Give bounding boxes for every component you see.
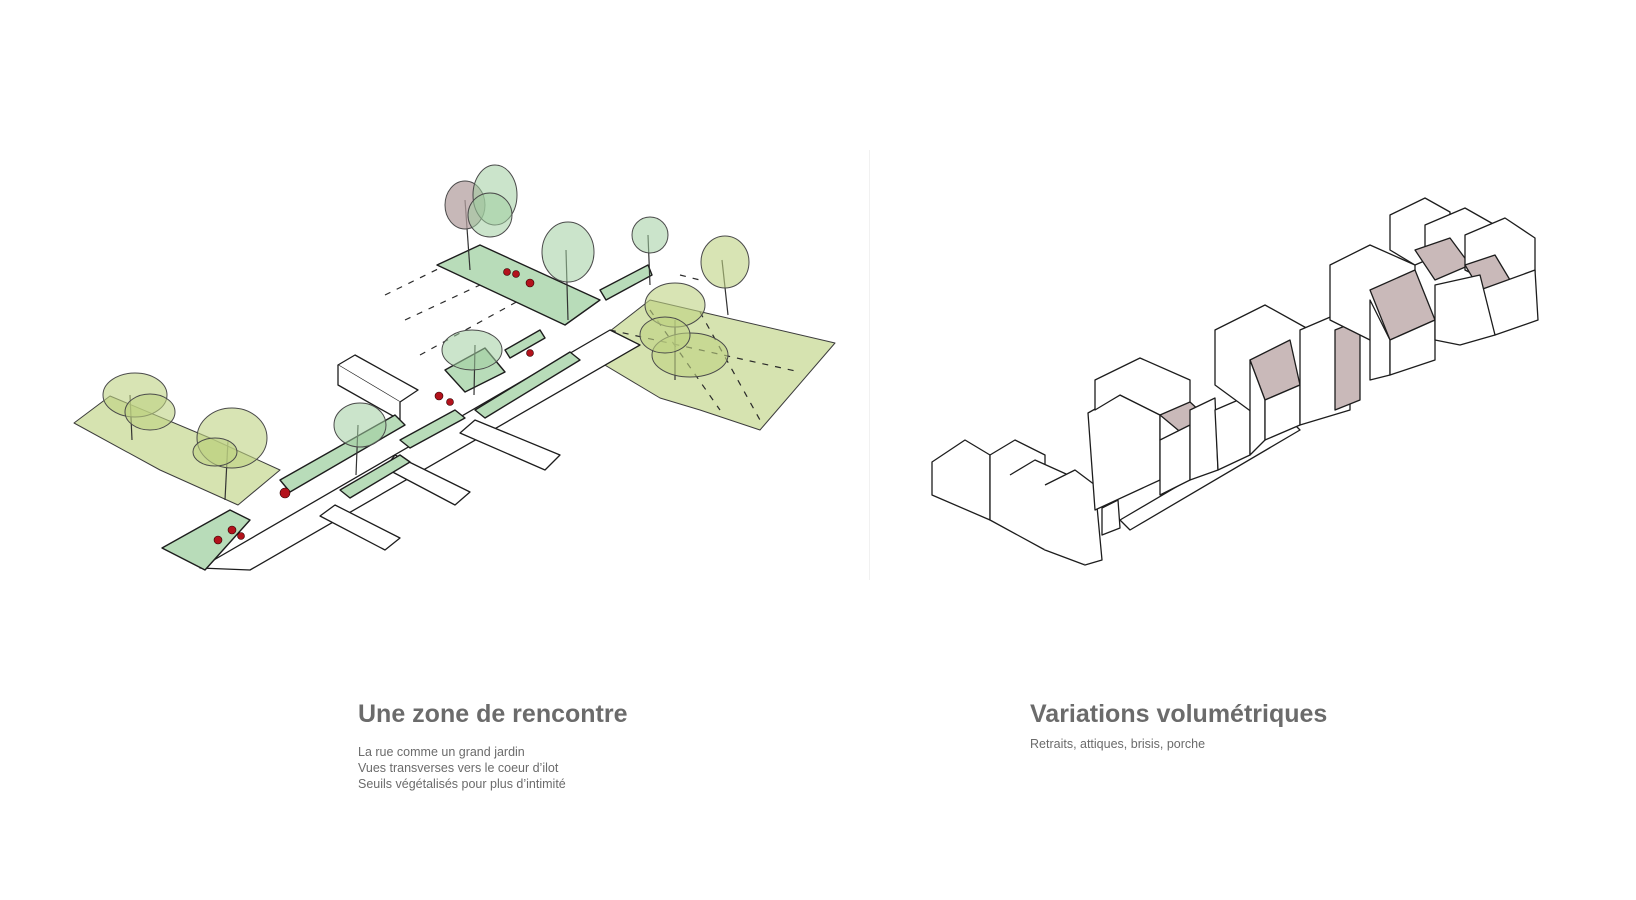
green-strip-3 [339,454,411,499]
building-block [337,354,419,403]
street-garden-sketch [73,164,836,571]
green-strip-1 [161,509,251,571]
building-volumes-sketch [931,197,1539,566]
description-line-3: Seuils végétalisés pour plus d’intimité [358,777,566,791]
left-description: La rue comme un grand jardin Vues transv… [358,744,566,792]
description-line-1: La rue comme un grand jardin [358,745,525,759]
trees [102,164,750,501]
building-block-2 [337,365,401,421]
panel-divider [869,150,870,580]
left-panel: Une zone de rencontre La rue comme un gr… [73,164,836,792]
green-strip-6 [504,329,546,359]
green-strip-4 [399,409,466,449]
right-subtitle: Retraits, attiques, brisis, porche [1030,737,1206,751]
green-strip-8 [599,264,653,301]
right-panel: Variations volumétriques Retraits, attiq… [870,0,1636,900]
top-garden-plot [436,244,601,326]
cross-street-1 [319,504,401,551]
green-strip-5 [474,351,581,419]
cross-street-3 [459,419,561,471]
description-line-2: Vues transverses vers le coeur d’ilot [358,761,559,775]
pedestrians [213,268,535,545]
main-street [199,329,641,571]
left-title: Une zone de rencontre [358,700,628,728]
right-title: Variations volumétriques [1030,700,1328,728]
